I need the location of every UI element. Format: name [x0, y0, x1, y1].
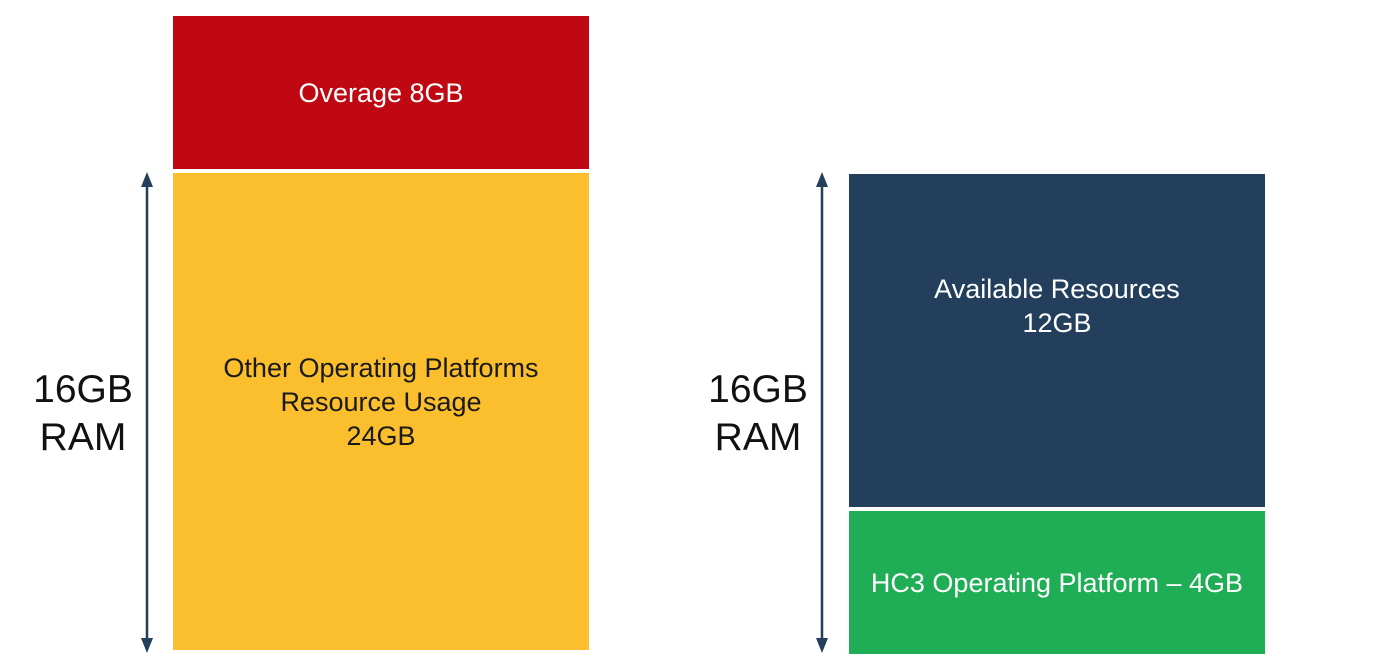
left-arrow-head-down	[141, 638, 153, 653]
other-platforms-block: Other Operating Platforms Resource Usage…	[173, 173, 589, 650]
left-arrow-head-up	[141, 172, 153, 187]
available-resources-block: Available Resources 12GB	[849, 174, 1265, 507]
left-ram-label-line2: RAM	[39, 416, 127, 459]
right-arrow-head-up	[816, 172, 828, 187]
available-resources-label-line1: Available Resources	[934, 273, 1180, 304]
right-ram-label-line2: RAM	[714, 416, 802, 459]
overage-block: Overage 8GB	[173, 16, 589, 169]
right-ram-label: 16GB RAM	[693, 366, 823, 462]
other-platforms-label-line1: Other Operating Platforms	[223, 352, 539, 383]
left-ram-label-line1: 16GB	[33, 368, 133, 411]
left-ram-label: 16GB RAM	[18, 366, 148, 462]
left-double-arrow	[141, 172, 153, 653]
right-double-arrow	[816, 172, 828, 653]
hc3-platform-label: HC3 Operating Platform – 4GB	[870, 567, 1244, 598]
available-resources-label-line2: 12GB	[1022, 307, 1092, 338]
other-platforms-label-line3: 24GB	[346, 420, 416, 451]
overage-label: Overage 8GB	[298, 77, 464, 108]
hc3-platform-block: HC3 Operating Platform – 4GB	[849, 511, 1265, 654]
other-platforms-label-line2: Resource Usage	[280, 386, 482, 417]
right-ram-label-line1: 16GB	[708, 368, 808, 411]
right-arrow-head-down	[816, 638, 828, 653]
